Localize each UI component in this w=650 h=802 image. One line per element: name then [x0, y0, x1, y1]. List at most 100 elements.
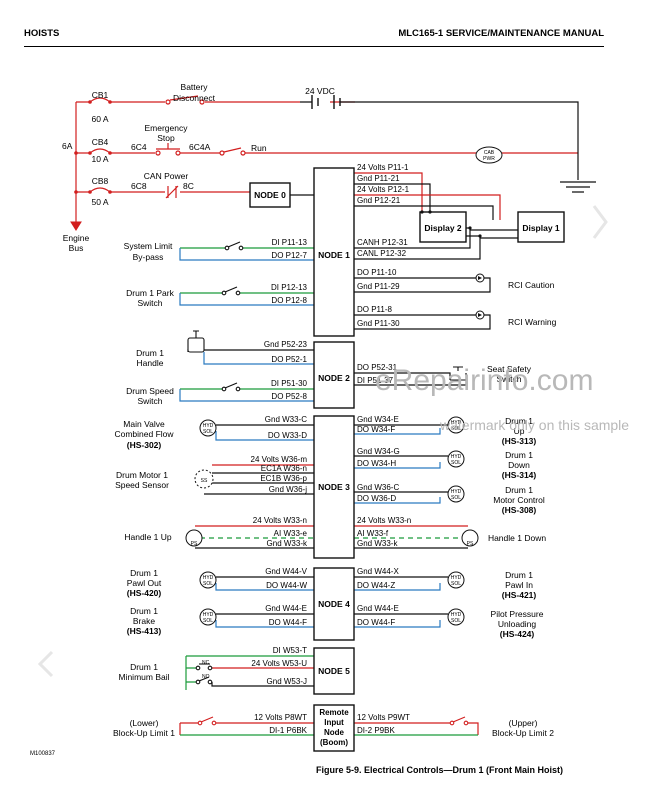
diagram-label: CAB [484, 150, 495, 156]
diagram-label: 6C4A [189, 142, 211, 152]
diagram-label: Handle 1 Down [488, 533, 546, 543]
diagram-label: By-pass [133, 252, 164, 262]
figure-code: M100837 [30, 751, 56, 757]
diagram-label: (HS-308) [502, 505, 537, 515]
diagram-label: HYD [451, 454, 462, 460]
drum1-down-solenoid-icon [447, 450, 465, 468]
diagram-label: Gnd W34-E [357, 415, 399, 424]
diagram-label: Drum 1 [136, 348, 164, 358]
battery-symbol [300, 95, 355, 109]
diagram-label: DI-2 P9BK [357, 726, 395, 735]
diagram-label: (HS-314) [502, 470, 537, 480]
diagram-label: 24 Volts W53-U [251, 659, 307, 668]
figure-caption: Figure 5-9. Electrical Controls—Drum 1 (… [316, 765, 563, 775]
diagram-label: Drum 1 [505, 485, 533, 495]
block-up-limit-1-switch [197, 716, 217, 726]
diagram-label: DI-1 P6BK [269, 726, 307, 735]
diagram-label: Run [251, 143, 267, 153]
diagram-label: CANL P12-32 [357, 249, 407, 258]
node-4-box [313, 567, 355, 641]
section-header: HOISTS [24, 28, 60, 39]
node-4-label: NODE 4 [318, 599, 350, 609]
display-1-box [517, 211, 565, 243]
handle-icon [187, 330, 205, 353]
diagram-label: SOL [451, 426, 461, 432]
diagram-label: DI P11-13 [272, 238, 308, 247]
diagram-label: Gnd W36-C [357, 483, 399, 492]
diagram-label: Combined Flow [114, 429, 174, 439]
diagram-label: 6C8 [131, 181, 147, 191]
pawl-in-solenoid-icon [447, 571, 465, 589]
diagram-label: DO P52-31 [357, 363, 398, 372]
diagram-label: (HS-421) [502, 590, 537, 600]
diagram-label: Main Valve [123, 419, 165, 429]
diagram-label: 6C4 [131, 142, 147, 152]
diagram-label: DO W34-F [357, 425, 395, 434]
diagram-label: Speed Sensor [115, 480, 169, 490]
diagram-label: Gnd W44-E [265, 604, 307, 613]
diagram-label: Pawl In [505, 580, 533, 590]
diagram-label: Engine [63, 233, 90, 243]
display-2-box [419, 211, 467, 243]
system-limit-switch [224, 241, 244, 251]
watermark-site: eRepairinfo.com [375, 364, 593, 397]
diagram-label: Brake [133, 616, 155, 626]
prev-page-chevron-icon[interactable] [37, 650, 54, 678]
diagram-label: Block-Up Limit 2 [492, 728, 554, 738]
diagram-label: (Boom) [320, 738, 348, 747]
diagram-label: Drum 1 [505, 570, 533, 580]
diagram-label: CB8 [92, 176, 109, 186]
diagram-label: CAN Power [144, 171, 189, 181]
diagram-label: 6A [62, 141, 73, 151]
diagram-label: Gnd P11-30 [357, 319, 400, 328]
diagram-label: CB1 [92, 90, 109, 100]
diagram-label: HYD [203, 575, 214, 581]
node-3-label: NODE 3 [318, 482, 350, 492]
diagram-label: System Limit [124, 241, 173, 251]
diagram-label: DO P12-8 [271, 296, 307, 305]
diagram-label: Minimum Bail [118, 672, 169, 682]
diagram-label: DO P11-10 [357, 268, 397, 277]
diagram-label: (HS-420) [127, 588, 162, 598]
node-0-label: NODE 0 [254, 190, 286, 200]
diagram-label: Pilot Pressure [491, 609, 544, 619]
diagram-label: DO W44-F [357, 618, 395, 627]
diagram-label: (HS-313) [502, 436, 537, 446]
motor-control-solenoid-icon [447, 485, 465, 503]
diagram-label: (Upper) [509, 718, 538, 728]
remote-node-label: Remote Input Node (Boom) [319, 708, 349, 747]
remote-node-box [313, 704, 355, 752]
drum-speed-switch [221, 382, 241, 392]
diagram-label: Node [324, 728, 345, 737]
diagram-label: (HS-424) [500, 629, 535, 639]
pilot-pressure-solenoid-icon [447, 608, 465, 626]
park-switch [221, 286, 241, 296]
diagram-label: 10 A [91, 154, 108, 164]
diagram-label: Gnd W34-G [357, 447, 400, 456]
diagram-label: DO W33-D [268, 431, 307, 440]
cb1-breaker [89, 97, 111, 103]
diagram-label: Gnd W44-X [357, 567, 399, 576]
header-rule [24, 46, 604, 47]
diagram-label: DI W53-T [273, 646, 307, 655]
diagram-label: Switch [496, 374, 521, 384]
diagram-label: DO P52-8 [271, 392, 307, 401]
rci-warning-lamp [475, 310, 485, 320]
node-1-label: NODE 1 [318, 250, 350, 260]
diagram-label: Switch [137, 298, 162, 308]
node-5-box [313, 647, 355, 695]
diagram-label: EC1A W36-n [261, 464, 307, 473]
diagram-label: Seat Safety [487, 364, 532, 374]
manual-title: MLC165-1 SERVICE/MAINTENANCE MANUAL [398, 28, 604, 39]
diagram-label: Gnd W33-k [357, 539, 398, 548]
diagram-label: DO W36-D [357, 494, 396, 503]
minimum-bail-switches [195, 663, 213, 685]
watermark-notice: watermark only on this sample [439, 417, 629, 433]
diagram-label: CANH P12-31 [357, 238, 408, 247]
diagram-label: DO W44-Z [357, 581, 395, 590]
next-page-chevron-icon[interactable] [592, 205, 608, 239]
battery-disconnect-switch [165, 95, 205, 105]
diagram-label: SOL [451, 460, 461, 466]
diagram-label: SOL [451, 618, 461, 624]
